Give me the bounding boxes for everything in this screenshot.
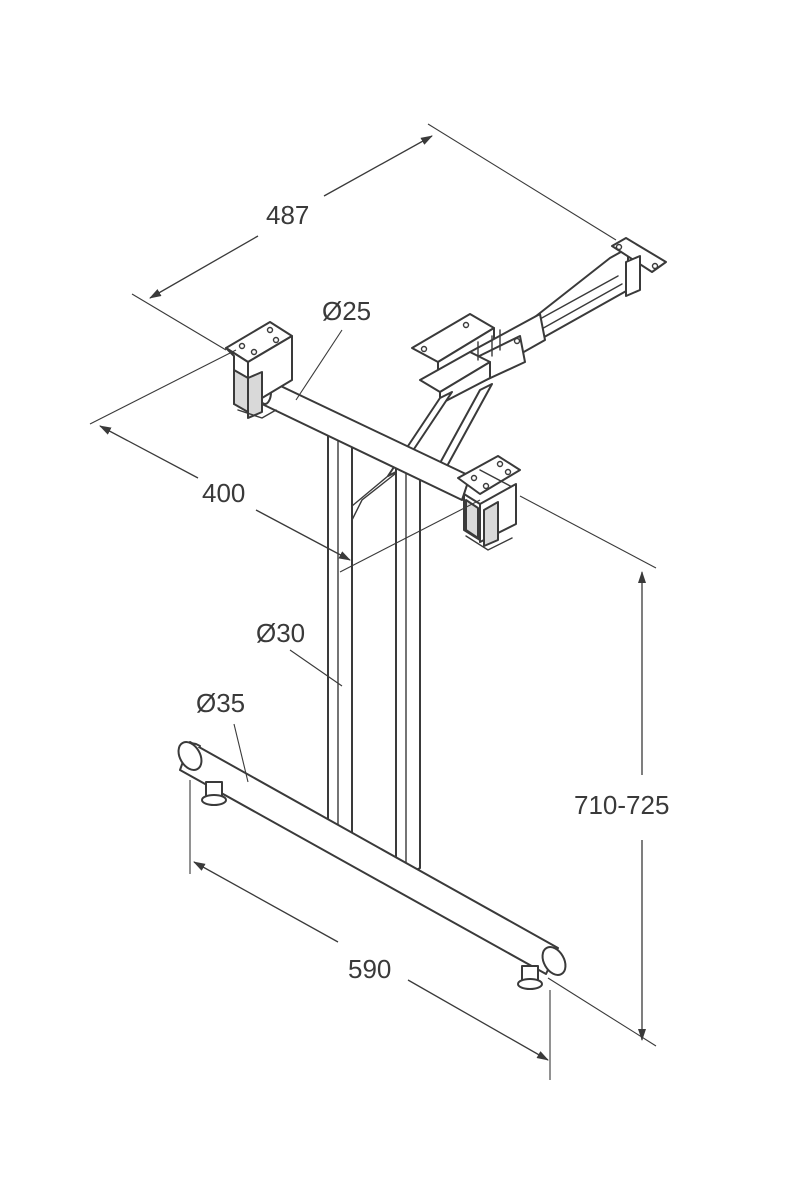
leader-column-diameter: Ø30 [256, 618, 343, 687]
column-tubes [327, 424, 421, 873]
leader-top-tube-diameter: Ø25 [295, 296, 371, 401]
foot-tube [177, 741, 567, 976]
diameter-label-top-tube: Ø25 [322, 296, 371, 326]
folding-top-bracket [337, 237, 667, 526]
leader-foot-diameter: Ø35 [196, 688, 249, 783]
dimension-label-590: 590 [348, 954, 391, 984]
diameter-label-foot: Ø35 [196, 688, 245, 718]
dimension-top-depth: 400 [89, 349, 481, 573]
foot-pads [201, 781, 543, 990]
left-mount-block [225, 321, 293, 419]
top-cross-tube [258, 379, 471, 501]
dimension-top-length: 487 [131, 123, 617, 351]
diameter-label-column: Ø30 [256, 618, 305, 648]
dimension-height: 710-725 [519, 495, 669, 1047]
dimension-label-487: 487 [266, 200, 309, 230]
dimension-label-400: 400 [202, 478, 245, 508]
dimension-label-710-725: 710-725 [574, 790, 669, 820]
dimension-base-length: 590 [189, 780, 551, 1080]
right-mount-block [457, 455, 521, 551]
